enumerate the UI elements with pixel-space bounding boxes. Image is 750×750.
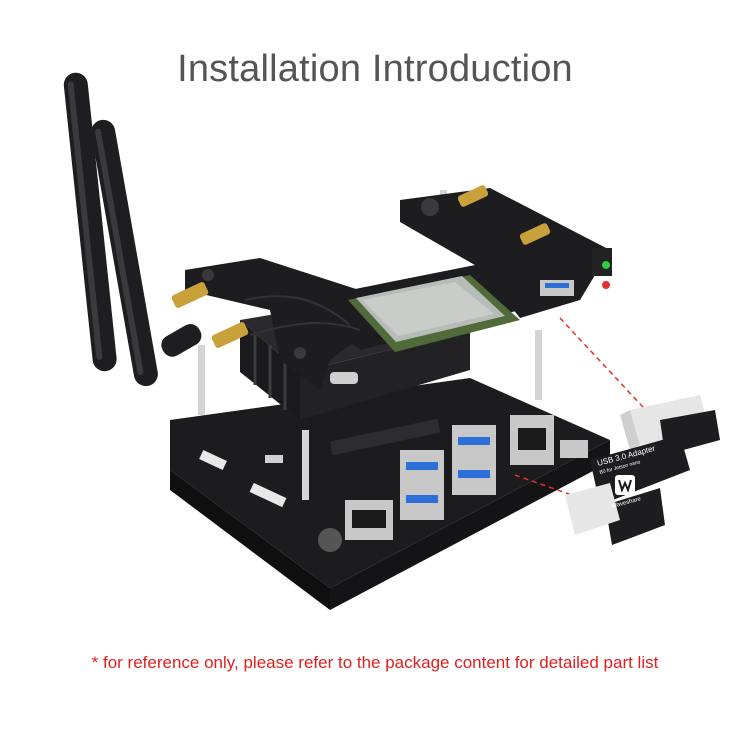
carrier-board	[170, 378, 610, 610]
m2-module	[348, 275, 520, 352]
antenna-cables	[244, 295, 361, 336]
antenna-left	[63, 72, 117, 372]
sma-connectors	[171, 185, 551, 348]
page-title: Installation Introduction	[177, 48, 573, 90]
io-ports	[318, 415, 588, 552]
usb-adapter: USB 3.0 Adapter B0 for Jetson nano Waves…	[565, 395, 720, 545]
antenna-right	[91, 119, 202, 387]
reference-footnote: * for reference only, please refer to th…	[91, 653, 659, 672]
waveshare-logo-icon	[615, 475, 635, 495]
upper-adapter-board	[400, 188, 612, 318]
